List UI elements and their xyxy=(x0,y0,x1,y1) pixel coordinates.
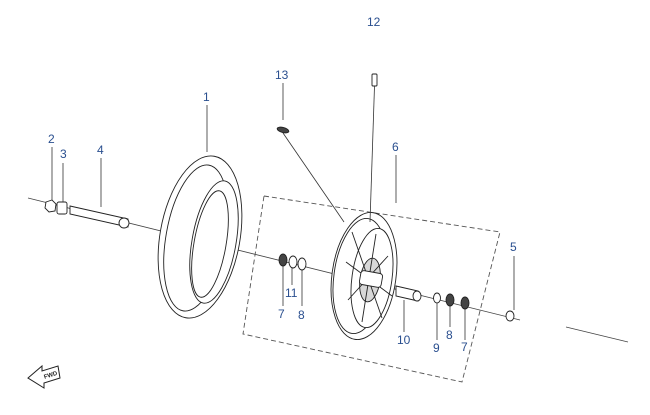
collar xyxy=(56,201,68,215)
balance-weight xyxy=(276,126,345,223)
left-bearing-set xyxy=(278,253,307,271)
callout-7-left[interactable]: 7 xyxy=(278,307,285,321)
callout-11[interactable]: 11 xyxy=(285,286,298,300)
tire xyxy=(157,155,243,319)
callout-labels: 1 2 3 4 5 6 7 7 8 8 9 10 11 12 13 xyxy=(48,15,517,355)
axle-centerline-tail xyxy=(565,326,629,343)
callout-13[interactable]: 13 xyxy=(275,68,289,82)
callout-10[interactable]: 10 xyxy=(397,333,411,347)
callout-4[interactable]: 4 xyxy=(97,143,104,157)
right-bearing-set xyxy=(433,292,470,310)
callout-12[interactable]: 12 xyxy=(367,15,381,29)
callout-3[interactable]: 3 xyxy=(60,147,67,161)
axle-shaft xyxy=(69,205,130,229)
direction-badge-label: FWD xyxy=(43,371,58,381)
axle-nut-right xyxy=(505,310,515,322)
callout-6[interactable]: 6 xyxy=(392,140,399,154)
callout-7-right[interactable]: 7 xyxy=(461,340,468,354)
spacer-sleeve xyxy=(395,285,422,302)
callout-9[interactable]: 9 xyxy=(433,341,440,355)
callout-2[interactable]: 2 xyxy=(48,132,55,146)
callout-8-right[interactable]: 8 xyxy=(446,328,453,342)
axle-nut-left xyxy=(44,199,57,213)
wheel-assembly-box xyxy=(242,195,501,383)
callout-5[interactable]: 5 xyxy=(510,240,517,254)
forward-arrow-icon: FWD xyxy=(27,364,61,389)
rim-wheel xyxy=(330,212,398,340)
leader-lines xyxy=(51,83,515,340)
callout-8-left[interactable]: 8 xyxy=(298,308,305,322)
valve-stem xyxy=(369,73,378,223)
callout-1[interactable]: 1 xyxy=(203,90,210,104)
